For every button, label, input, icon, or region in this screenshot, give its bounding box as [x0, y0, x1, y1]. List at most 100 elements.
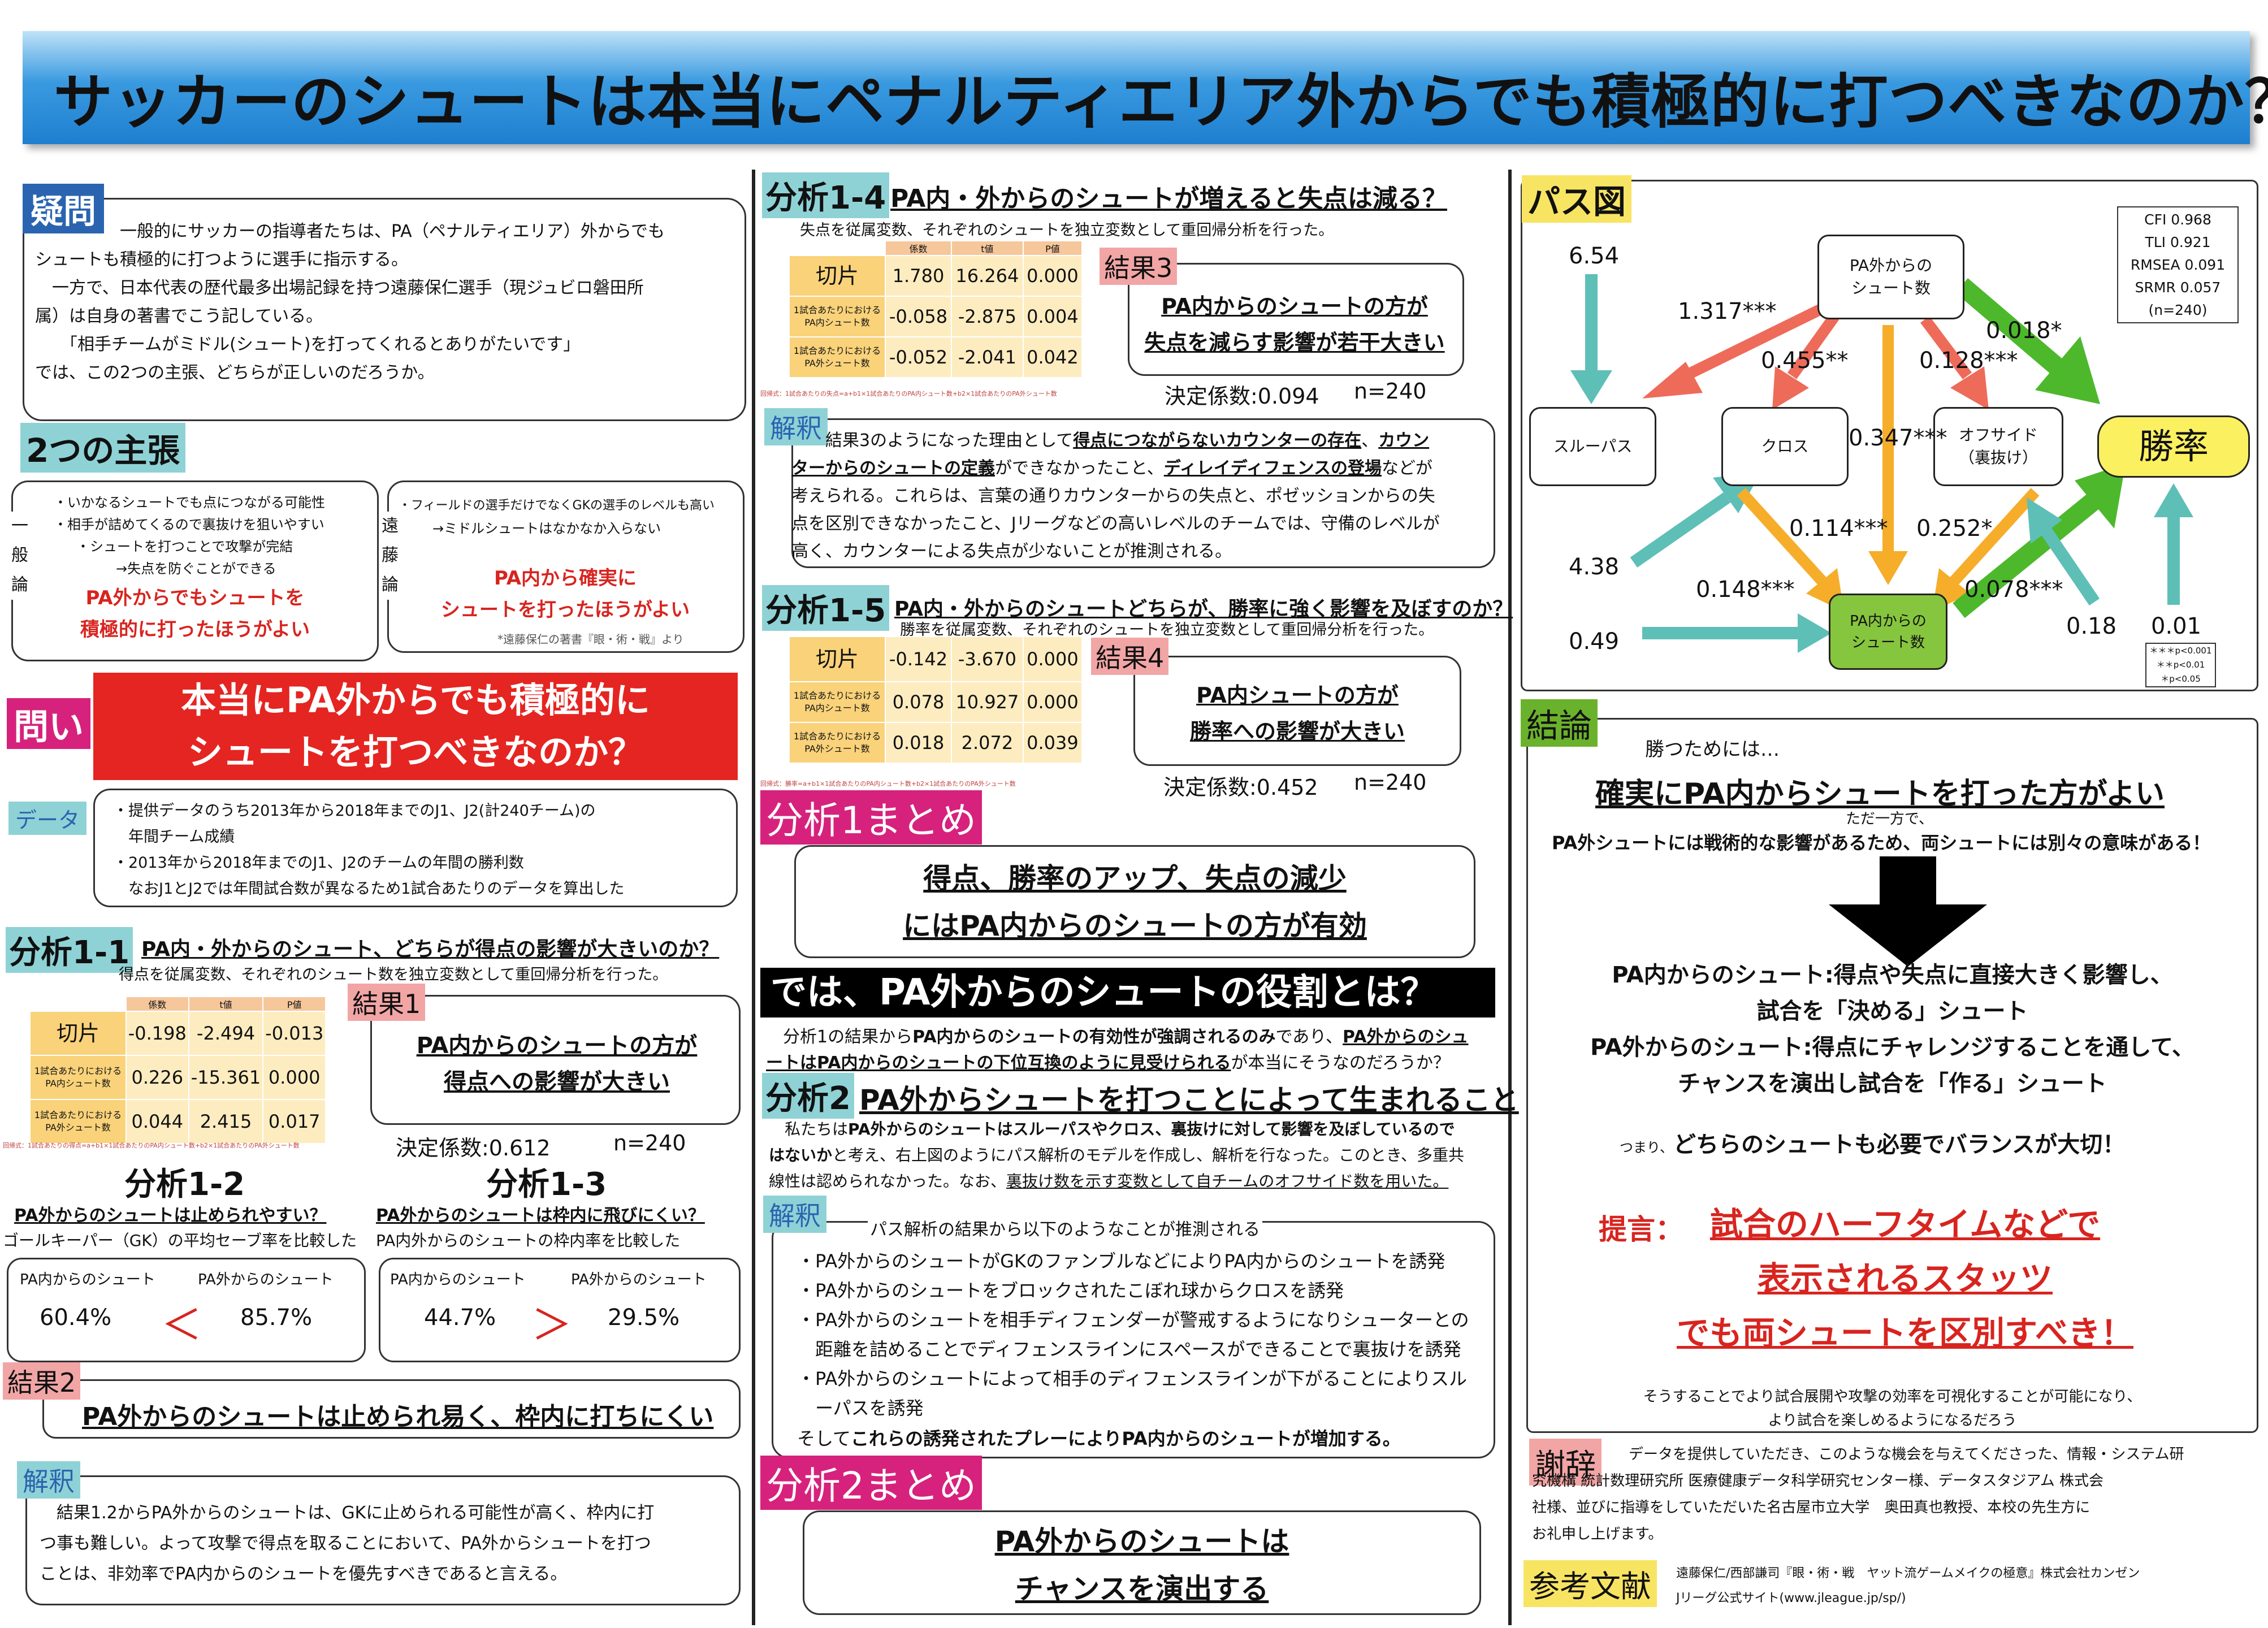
path-node-throughpass: スルーパス	[1529, 407, 1656, 486]
title-banner	[23, 31, 2250, 144]
sum2-label: 分析2まとめ	[760, 1456, 982, 1510]
path-frame	[1521, 180, 2258, 691]
question-label: 疑問	[23, 184, 105, 233]
interp3-items: ・PA外からのシュートがGKのファンブルなどによりPA内からのシュートを誘発・P…	[797, 1250, 1469, 1419]
a14-label: 分析1-4	[762, 172, 890, 218]
thanks-label: 謝辞	[1529, 1439, 1602, 1486]
coef-0-01: 0.01	[2151, 613, 2202, 639]
a11-label: 分析1-1	[6, 927, 133, 973]
conclusion-intro: 勝つためには…	[1645, 738, 1780, 761]
coef-0-455: 0.455**	[1761, 348, 1849, 374]
column-divider-left	[752, 170, 755, 1625]
a12-heading: PA外からのシュートは止められやすい？	[14, 1206, 327, 1226]
a14-result: PA内からのシュートの方が失点を減らす影響が若干大きい	[1144, 294, 1445, 355]
coef-1-317: 1.317***	[1678, 298, 1777, 324]
proposal-label: 提言：	[1599, 1213, 1683, 1246]
sum2-box	[803, 1510, 1481, 1615]
interp2-label: 解釈	[764, 408, 828, 445]
interp2-box	[791, 418, 1495, 568]
conclusion-footnote: そうすることでより試合展開や攻撃の効率を可視化することが可能になり、より試合を楽…	[1643, 1388, 2142, 1429]
claim-endo-text: ・フィールドの選手だけでなくGKの選手のレベルも高い→ミドルシュートはなかなか入…	[399, 499, 715, 536]
conclusion-label: 結論	[1521, 699, 1598, 747]
down-arrow-icon	[1829, 856, 1987, 967]
claim-general-conclusion: PA外からでもシュートを積極的に打ったほうがよい	[80, 587, 310, 641]
interp3-box	[772, 1221, 1495, 1458]
path-label: パス図	[1522, 175, 1632, 223]
conclusion-main: 確実にPA内からシュートを打った方がよい	[1595, 777, 2165, 811]
claim-endo-note: *遠藤保仁の著書『眼・術・戦』より	[497, 633, 684, 646]
a11-r2: 決定係数:0.612	[396, 1136, 551, 1161]
a12-col2: PA外からのシュート	[198, 1271, 334, 1288]
path-diagram	[1570, 274, 2193, 653]
path-node-inside-shots: PA内からの シュート数	[1829, 594, 1947, 670]
a14-heading: PA内・外からのシュートが増えると失点は減る？	[890, 184, 1447, 213]
a12-box	[7, 1258, 366, 1362]
path-node-outside-shots: PA外からの シュート数	[1817, 235, 1964, 319]
result2-label: 結果2	[3, 1362, 81, 1400]
a14-result-label: 結果3	[1100, 248, 1178, 285]
proposal-text: 試合のハーフタイムなどで表示されるスタッツでも両シュートを区別すべき！	[1677, 1205, 2133, 1352]
a13-compare: ＞	[531, 1301, 573, 1349]
a15-result-label: 結果4	[1091, 638, 1169, 675]
ask-label: 問い	[7, 698, 91, 749]
coef-0-114: 0.114***	[1789, 516, 1888, 542]
interp1-label: 解釈	[17, 1461, 80, 1499]
question-box	[23, 198, 746, 421]
coef-0-347: 0.347***	[1849, 425, 1947, 451]
thanks-text: データを提供していただき、このような機会を与えてくださった、情報・システム研	[1614, 1446, 2184, 1463]
a13-box	[379, 1258, 741, 1362]
data-box	[93, 789, 738, 907]
interp3-outro: そしてこれらの誘発されたプレーによりPA内からのシュートが増加する。	[797, 1428, 1401, 1449]
a13-val2: 29.5%	[608, 1305, 680, 1331]
a14-result-box	[1128, 263, 1464, 376]
column-divider-right	[1508, 170, 1512, 1625]
a11-heading: PA内・外からのシュート、どちらが得点の影響が大きいのか？	[141, 938, 720, 961]
coef-0-49: 0.49	[1569, 629, 1620, 655]
a15-heading: PA内・外からのシュートどちらが、勝率に強く影響を及ぼすのか？	[894, 597, 1513, 621]
a11-result: PA内からのシュートの方が得点への影響が大きい	[416, 1033, 698, 1095]
a14-formula: 回帰式：1試合あたりの失点=a+b1×1試合あたりのPA内シュート数+b2×1試…	[760, 390, 1057, 397]
a14-desc: 失点を従属変数、それぞれのシュートを独立変数として重回帰分析を行った。	[800, 222, 1334, 239]
a15-result-box	[1133, 656, 1461, 766]
a2-heading: PA外からシュートを打つことによって生まれること	[859, 1084, 1519, 1116]
path-significance: ＊＊＊p<0.001＊＊p<0.01＊p<0.05	[2145, 643, 2216, 687]
a13-heading: PA外からのシュートは枠内に飛びにくい？	[376, 1206, 705, 1226]
a14-n: n=240	[1354, 379, 1427, 404]
sum1-box	[794, 845, 1475, 958]
a2-label: 分析2	[762, 1073, 854, 1119]
a15-desc: 勝率を従属変数、それぞれのシュートを独立変数として重回帰分析を行った。	[900, 621, 1434, 639]
coef-0-18: 0.18	[2066, 613, 2117, 639]
a12-compare: ＜	[161, 1301, 202, 1349]
coef-0-252: 0.252*	[1916, 516, 1993, 542]
a12-col1: PA内からのシュート	[20, 1271, 155, 1288]
claim-endo-conclusion: PA内から確実にシュートを打ったほうがよい	[440, 567, 690, 621]
question-text: 一般的にサッカーの指導者たちは、PA（ペナルティエリア）外からでもシュートも積極…	[35, 222, 665, 383]
page-title: サッカーのシュートは本当にペナルティエリア外からでも積極的に打つべきなのか？	[54, 67, 2268, 136]
a11-n: n=240	[613, 1131, 686, 1155]
a15-label: 分析1-5	[762, 585, 890, 631]
refs-label: 参考文献	[1523, 1560, 1657, 1607]
conclusion-sub2: PA外シュートには戦術的な影響があるため、両シュートには別々の意味がある！	[1552, 832, 2211, 854]
thanks-text-rest: 究機構 統計数理研究所 医療健康データ科学研究センター様、データスタジアム 株式…	[1532, 1473, 2103, 1543]
a13-col2: PA外からのシュート	[571, 1271, 707, 1288]
a15-result: PA内シュートの方が勝率への影響が大きい	[1189, 683, 1405, 744]
sum1-label: 分析1まとめ	[760, 790, 982, 845]
path-node-winrate: 勝率	[2097, 415, 2250, 478]
claim-general-box	[11, 480, 379, 661]
a13-val1: 44.7%	[424, 1305, 496, 1331]
claim-general-text: ・いかなるシュートでも点につながる可能性・相手が詰めてくるので裏抜けを狙いやすい…	[54, 495, 325, 577]
a12-val1: 60.4%	[40, 1305, 112, 1331]
a11-result-label: 結果1	[348, 984, 426, 1021]
a14-r2: 決定係数:0.094	[1165, 384, 1319, 409]
claim-endo-box	[387, 480, 745, 653]
data-text: ・提供データのうち2013年から2018年までのJ1、J2(計240チーム)の …	[113, 802, 625, 898]
result2-text: PA外からのシュートは止められ易く、枠内に打ちにくい	[82, 1402, 714, 1431]
coef-0-078: 0.078***	[1964, 577, 2063, 603]
a15-formula: 回帰式：勝率=a+b1×1試合あたりのPA内シュート数+b2×1試合あたりのPA…	[760, 780, 1016, 787]
interp1-text: 結果1.2からPA外からのシュートは、GKに止められる可能性が高く、枠内に打つ事…	[40, 1503, 655, 1584]
coef-4-38: 4.38	[1569, 554, 1620, 580]
